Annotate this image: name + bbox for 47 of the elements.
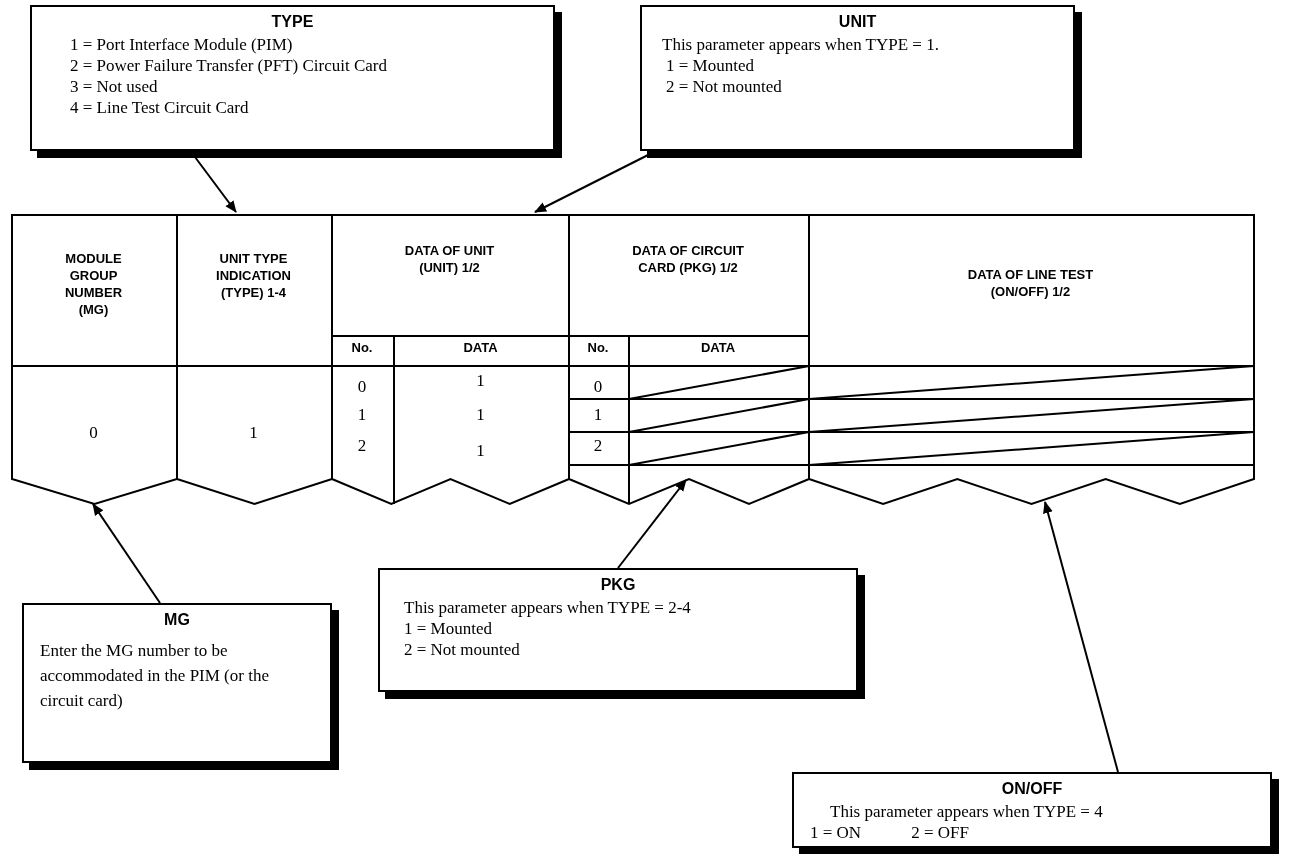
table-column [331,214,568,506]
callout-heading: PKG [599,576,637,594]
column-header: DATA OF CIRCUIT CARD (PKG) 1/2 [631,242,745,276]
table-column [808,214,1253,506]
callout-heading: TYPE [270,13,315,31]
arrow [617,479,687,569]
callout-text: This parameter appears when TYPE = 2-4 [403,597,692,618]
table-column [11,214,176,506]
table-column [176,214,331,506]
callout-text: 2 = Power Failure Transfer (PFT) Circuit Card [69,55,388,76]
callout-text: 1 = ON [810,822,862,843]
callout-text: 4 = Line Test Circuit Card [69,97,250,118]
column-header: UNIT TYPE INDICATION (TYPE) 1-4 [215,250,292,301]
column-subheader: No. [587,340,609,355]
callout-heading: UNIT [837,13,878,31]
column-subheader: DATA [700,340,736,355]
cell-value: 1 [249,423,258,442]
cell-value: 0 [593,377,603,396]
callout-text: 2 = Not mounted [403,639,521,660]
cell-value: 1 [593,405,603,424]
callout-text: 3 = Not used [69,76,159,97]
callout-text: 1 = Port Interface Module (PIM) [69,34,294,55]
callout-heading: MG [163,611,191,629]
cell-value: 1 [357,405,367,424]
cell-value: 1 [476,405,485,424]
table-column [568,214,808,506]
callout-heading: ON/OFF [1000,780,1064,798]
column-header: MODULE GROUP NUMBER (MG) [63,250,124,318]
column-header: DATA OF LINE TEST (ON/OFF) 1/2 [966,266,1095,300]
callout-text: 1 = Mounted [665,55,755,76]
cell-value: 1 [476,371,485,390]
arrow [92,503,161,604]
column-subheader: DATA [463,340,498,355]
callout-text: This parameter appears when TYPE = 4 [829,801,1104,822]
cell-value: 0 [357,377,367,396]
cell-value: 2 [357,436,367,455]
column-header: DATA OF UNIT (UNIT) 1/2 [403,242,496,276]
callout-text: 2 = OFF [911,822,969,843]
callout-text: 1 = Mounted [403,618,493,639]
cell-value: 1 [476,441,485,460]
cell-value: 2 [593,436,603,455]
arrow [1043,501,1119,773]
callout-text: Enter the MG number to be accommodated in the PIM (or the circuit card) [39,640,270,712]
cell-value: 0 [89,423,98,442]
callout-text: 2 = Not mounted [665,76,783,97]
column-subheader: No. [351,340,373,355]
callout-text: This parameter appears when TYPE = 1. [661,34,940,55]
